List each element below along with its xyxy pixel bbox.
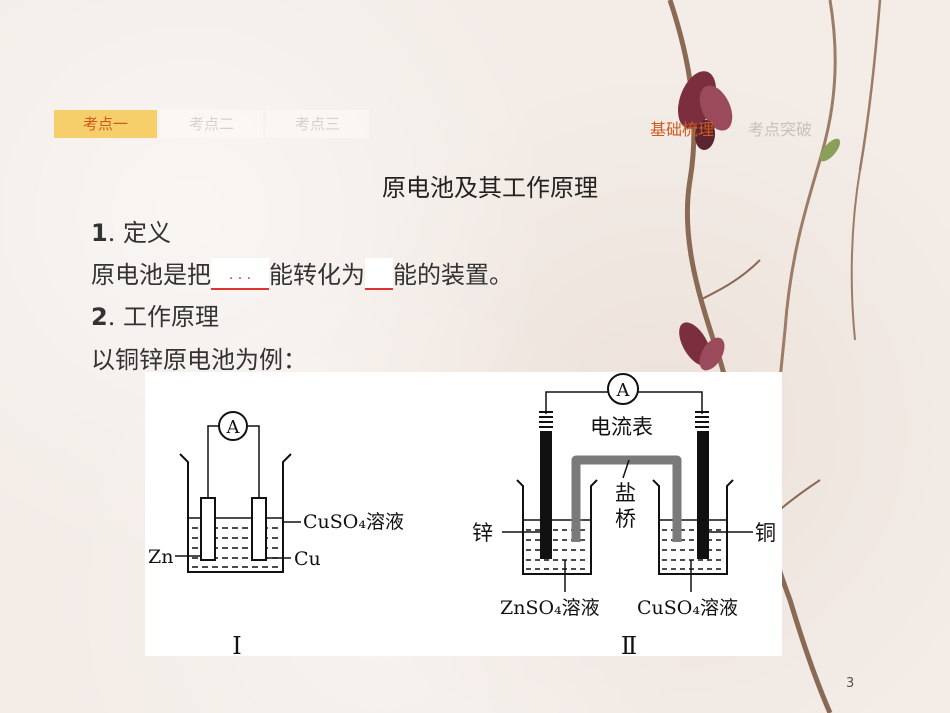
definition-part2: 能转化为	[269, 261, 365, 289]
tab-topic-three[interactable]: 考点三	[266, 110, 369, 138]
section2-text: . 工作原理	[107, 303, 219, 331]
cu-electrode-label: Cu	[294, 548, 321, 570]
definition-part1: 原电池是把	[91, 261, 211, 289]
definition-part3: 能的装置。	[393, 261, 513, 289]
section2-heading: 2. 工作原理	[91, 297, 219, 332]
basic-review-link[interactable]: 基础梳理	[650, 120, 715, 139]
definition-line: 原电池是把. . .能转化为能的装置。	[91, 255, 513, 290]
salt-bridge-label-1: 盐	[615, 481, 636, 505]
blank-answer-1[interactable]: . . .	[211, 258, 269, 290]
section1-text: . 定义	[107, 219, 171, 247]
example-line: 以铜锌原电池为例：	[91, 346, 307, 374]
zinc-plate-one	[200, 497, 216, 561]
copper-label: 铜	[755, 521, 776, 545]
cell-one-diagram: A CuSO₄溶液 Zn Cu Ⅰ	[148, 411, 404, 660]
page-title: 原电池及其工作原理	[382, 174, 598, 202]
salt-bridge-label-2: 桥	[615, 507, 636, 531]
zinc-label: 锌	[472, 521, 493, 545]
cell-two-numeral: Ⅱ	[621, 632, 637, 656]
ammeter-label: 电流表	[590, 415, 653, 439]
salt-bridge	[571, 455, 682, 542]
section2-number: 2	[91, 303, 108, 331]
ammeter-one-symbol: A	[226, 417, 241, 438]
cuso4-label: CuSO₄溶液	[637, 597, 738, 619]
ammeter-two-symbol: A	[616, 380, 631, 401]
page-number: 3	[846, 676, 855, 691]
cell-two-diagram: A 电流表	[472, 373, 776, 660]
ammeter-two	[607, 373, 639, 405]
znso4-label: ZnSO₄溶液	[500, 597, 600, 619]
cell-one-electrolyte-label: CuSO₄溶液	[303, 511, 404, 533]
section1-heading: 1. 定义	[91, 213, 171, 248]
zinc-rod	[540, 431, 552, 559]
tab-topic-one[interactable]: 考点一	[54, 110, 157, 138]
breakthrough-link[interactable]: 考点突破	[748, 120, 813, 139]
copper-plate-one	[251, 497, 267, 561]
blank-answer-2[interactable]	[365, 258, 393, 290]
copper-rod	[697, 431, 709, 559]
galvanic-cell-figure: A CuSO₄溶液 Zn Cu Ⅰ	[145, 372, 782, 660]
section1-number: 1	[91, 219, 108, 247]
tab-topic-two[interactable]: 考点二	[160, 110, 263, 138]
cell-one-numeral: Ⅰ	[232, 632, 241, 656]
zn-electrode-label: Zn	[148, 546, 173, 568]
